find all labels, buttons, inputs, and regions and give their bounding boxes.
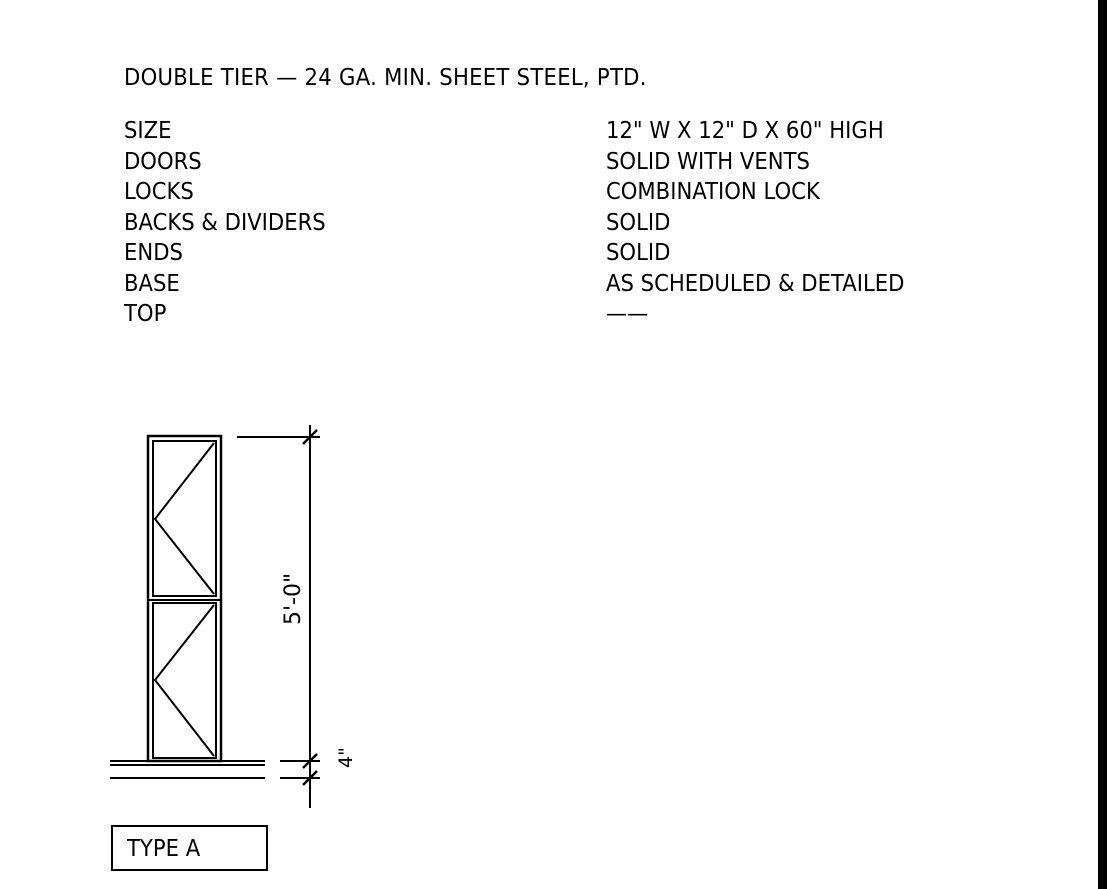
spec-label-base: BASE — [124, 270, 180, 297]
base-dimension-label: 4" — [335, 747, 357, 768]
spec-label-doors: DOORS — [124, 148, 202, 175]
spec-value-size: 12" W X 12" D X 60" HIGH — [606, 118, 884, 144]
spec-value-top: —— — [606, 301, 649, 327]
locker-outer-frame — [146, 434, 223, 763]
spec-value-ends: SOLID — [606, 240, 671, 266]
lower-door-swing — [153, 604, 215, 757]
sheet-right-border — [1098, 0, 1107, 889]
dimension-tick — [302, 753, 318, 769]
lower-door — [152, 602, 217, 759]
spec-label-ends: ENDS — [124, 240, 183, 266]
dimension-tick — [302, 770, 318, 786]
upper-door-swing — [153, 442, 215, 595]
spec-value-backs-dividers: SOLID — [606, 209, 671, 236]
spec-value-doors: SOLID WITH VENTS — [606, 148, 810, 175]
dimension-tick — [302, 429, 318, 445]
spec-value-base: AS SCHEDULED & DETAILED — [606, 270, 905, 297]
spec-labels: SIZE DOORS LOCKS BACKS & DIVIDERS ENDS B… — [124, 116, 343, 330]
spec-label-top: TOP — [124, 301, 167, 327]
type-label: TYPE A — [127, 836, 201, 862]
type-label-box: TYPE A — [111, 825, 268, 871]
upper-door — [152, 440, 217, 597]
height-dimension-label: 5'-0" — [281, 572, 306, 625]
spec-label-locks: LOCKS — [124, 179, 194, 205]
spec-label-size: SIZE — [124, 118, 172, 144]
spec-values: 12" W X 12" D X 60" HIGH SOLID WITH VENT… — [606, 116, 930, 330]
sheet-title: DOUBLE TIER — 24 GA. MIN. SHEET STEEL, P… — [124, 65, 647, 91]
spec-label-backs-dividers: BACKS & DIVIDERS — [124, 209, 326, 236]
spec-value-locks: COMBINATION LOCK — [606, 179, 820, 205]
